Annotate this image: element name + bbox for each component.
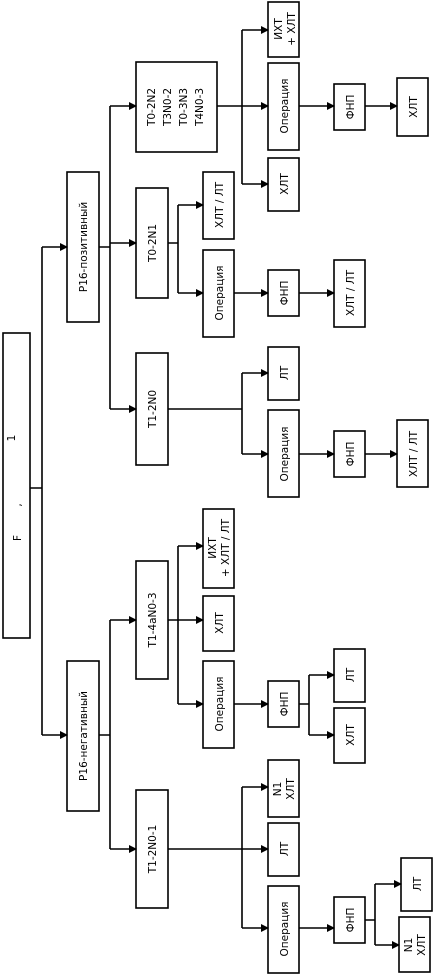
hlt-lt-b2-label: ХЛТ / ЛТ [345, 269, 357, 316]
fnp-a-label: ФНП [345, 95, 357, 120]
lt-d-label: ЛТ [345, 667, 357, 682]
box-operation-e [267, 885, 300, 974]
hlt-d2-label: ХЛТ [345, 724, 357, 746]
fnp-e-label: ФНП [345, 908, 357, 933]
hlt-a-label: ХЛТ [279, 173, 291, 195]
box-fnp-c [333, 430, 366, 478]
connector-a-trunk [217, 30, 243, 184]
p16-positive-label: P16-позитивный [78, 202, 90, 292]
iht-hlt-top-label-1: ИХТ [273, 18, 285, 40]
t1-2n0-1-label: T1-2N0-1 [147, 825, 159, 875]
operation-e-label: Операция [279, 902, 291, 957]
p16-negative-box [66, 660, 100, 812]
connector-neg-trunk [99, 620, 111, 849]
box-hlt-lt-c [396, 419, 429, 488]
connector-c-trunk [168, 373, 243, 454]
hlt-d-label: ХЛТ [214, 612, 226, 634]
t0-2n2-label-1: T0-2N2 [146, 88, 158, 127]
box-operation-d [202, 660, 235, 749]
box-hlt-lt-b1 [202, 171, 235, 240]
lt-c-label: ЛТ [279, 365, 291, 380]
t1-2n0-pos-label: T1-2N0 [147, 390, 159, 429]
t1-2n0-pos-box [135, 352, 169, 466]
root-box [2, 332, 31, 639]
n1-hlt-e1-label-2: ХЛТ [285, 778, 297, 800]
iht-hlt-lt-d-label-2: + ХЛТ / ЛТ [220, 518, 232, 577]
t0-2n2-label-4: T4N0-3 [194, 88, 206, 127]
box-lt-e [267, 822, 300, 877]
operation-d-label: Операция [214, 677, 226, 732]
t1-2n0-1-box [135, 789, 169, 909]
box-hlt-d [202, 595, 235, 652]
connector-root-trunk [30, 247, 43, 735]
lt-e-label: ЛТ [279, 841, 291, 856]
iht-hlt-top-label-2: + ХЛТ [286, 12, 298, 46]
p16-negative-label: P16-негативный [78, 691, 90, 781]
n1-hlt-e2-label-1: N1 [403, 938, 415, 953]
box-hlt-d2 [333, 707, 366, 764]
root-label-2: , [12, 503, 24, 506]
connector-d-fnp-split [299, 675, 310, 735]
fnp-c-label: ФНП [345, 442, 357, 467]
t0-2n2-label-3: T0-3N3 [178, 88, 190, 127]
fnp-b-label: ФНП [279, 281, 291, 306]
root-label-3: 1 [6, 435, 18, 442]
n1-hlt-e2-label-2: ХЛТ [416, 934, 428, 956]
hlt-a2-label: ХЛТ [408, 96, 420, 118]
box-lt-d [333, 648, 366, 703]
operation-b-label: Операция [214, 266, 226, 321]
connector-d-trunk [168, 546, 179, 704]
box-lt-e2 [400, 857, 433, 912]
connector-b-trunk [168, 205, 179, 293]
n1-hlt-e1-label-1: N1 [272, 782, 284, 797]
box-operation-b [202, 249, 235, 338]
hlt-lt-c-label: ХЛТ / ЛТ [408, 430, 420, 477]
connector-e-trunk [168, 787, 243, 928]
box-fnp-a [333, 83, 366, 131]
root-label-1: F [12, 535, 24, 541]
t1-4an0-3-label: T1-4aN0-3 [147, 592, 159, 648]
lt-e2-label: ЛТ [412, 876, 424, 891]
box-hlt-a2 [396, 77, 429, 137]
connector-e-fnp-split [365, 884, 376, 945]
t0-2n2-box [135, 61, 218, 153]
hlt-lt-b1-label: ХЛТ / ЛТ [214, 181, 226, 228]
operation-c-label: Операция [279, 427, 291, 482]
connector-pos-trunk [99, 106, 111, 409]
t0-2n2-label-2: T3N0-2 [162, 88, 174, 127]
t0-2n1-label: T0-2N1 [147, 224, 159, 263]
operation-a-label: Операция [279, 79, 291, 134]
iht-hlt-lt-d-label-1: ИХТ [207, 537, 219, 559]
fnp-d-label: ФНП [279, 692, 291, 717]
